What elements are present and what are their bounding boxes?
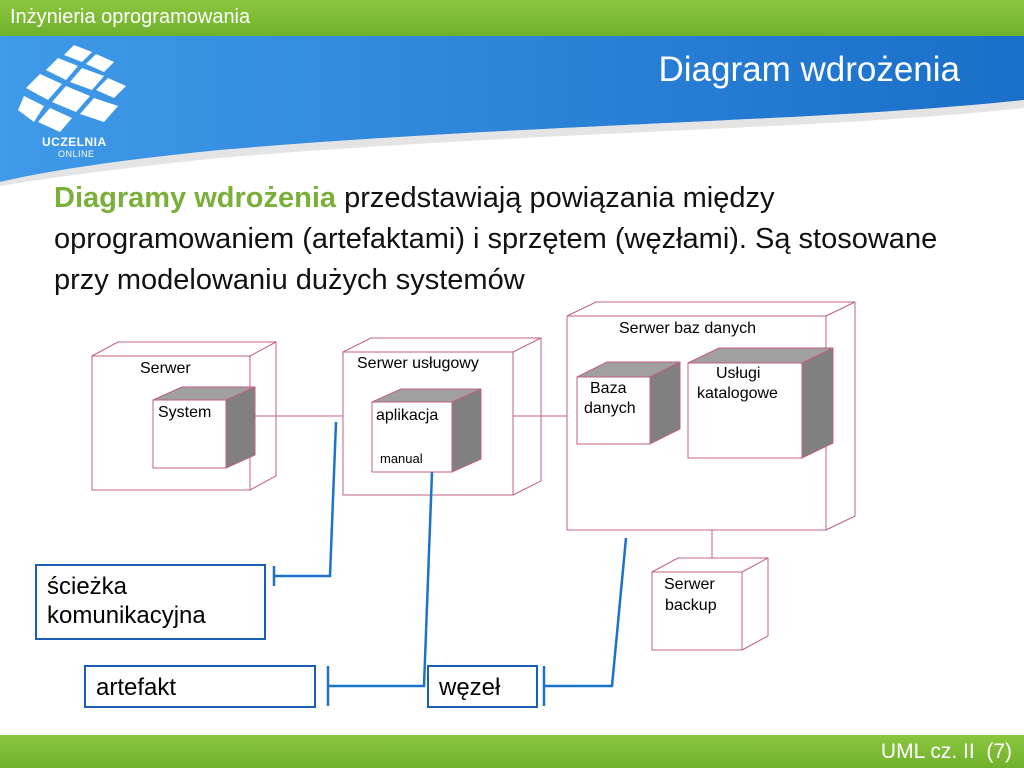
- label-serwer-uslugowy: Serwer usługowy: [357, 355, 479, 372]
- leader-sciezka: [274, 421, 338, 578]
- logo-text-online: ONLINE: [58, 149, 95, 159]
- leader-wezel: [544, 537, 628, 688]
- label-serwer-baz-danych: Serwer baz danych: [619, 320, 756, 337]
- label-backup: backup: [665, 597, 717, 614]
- course-title: Inżynieria oprogramowania: [10, 6, 251, 28]
- label-backup-serwer: Serwer: [664, 576, 715, 593]
- artifact-system: [152, 386, 256, 469]
- callout-sciezka-komunikacyjna: ścieżka komunikacyjna: [35, 564, 266, 640]
- logo-icon: [18, 45, 126, 132]
- intro-text: przedstawiają powiązania między oprogram…: [54, 182, 938, 296]
- top-bar: Inżynieria oprogramowania: [0, 0, 1024, 36]
- artifact-uslugi-katalogowe: [687, 347, 834, 459]
- callout-wezel-label: węzeł: [439, 674, 501, 701]
- label-katalogowe: katalogowe: [697, 385, 778, 402]
- leader-artefakt: [328, 471, 434, 688]
- callout-wezel: węzeł: [427, 665, 538, 708]
- page-title: Diagram wdrożenia: [658, 50, 960, 89]
- node-serwer-backup: [651, 557, 769, 651]
- label-aplikacja: aplikacja: [376, 407, 439, 424]
- artifact-aplikacja: [371, 388, 482, 473]
- logo-text-uczelnia: UCZELNIA: [42, 135, 107, 149]
- footer-page-label: UML cz. II (7): [880, 740, 1012, 763]
- bottom-bar: UML cz. II (7): [0, 735, 1024, 768]
- callout-sciezka-line1: ścieżka: [47, 573, 128, 600]
- label-serwer: Serwer: [140, 360, 191, 377]
- label-manual: manual: [380, 451, 423, 466]
- artifact-baza-danych: [576, 361, 681, 445]
- intro-paragraph: Diagramy wdrożenia przedstawiają powiąza…: [54, 178, 954, 301]
- intro-highlight: Diagramy wdrożenia: [54, 182, 337, 214]
- label-danych: danych: [584, 400, 636, 417]
- callout-sciezka-line2: komunikacyjna: [47, 602, 206, 629]
- label-system: System: [158, 404, 212, 421]
- callout-artefakt: artefakt: [84, 665, 316, 708]
- label-uslugi: Usługi: [716, 365, 761, 382]
- callout-artefakt-label: artefakt: [96, 674, 177, 701]
- header-band: [0, 36, 1024, 186]
- label-baza: Baza: [590, 380, 627, 397]
